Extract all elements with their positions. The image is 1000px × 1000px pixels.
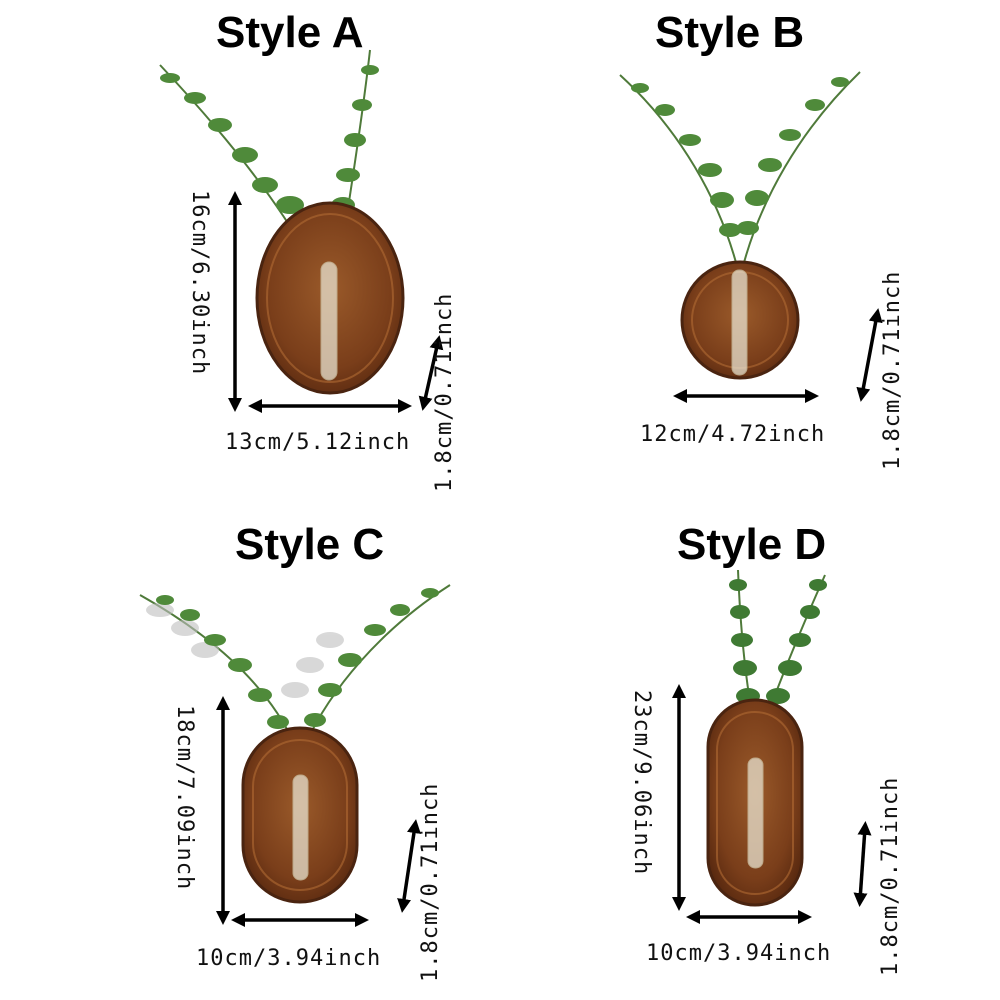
style-d-title: Style D [677, 520, 827, 569]
style-c-shadows [146, 603, 344, 698]
style-a-title: Style A [216, 8, 364, 57]
style-a-width-label: 13cm/5.12inch [225, 430, 411, 455]
style-b-product [619, 71, 861, 380]
style-c-depth-label: 1.8cm/0.71inch [418, 782, 443, 982]
style-b-width-label: 12cm/4.72inch [640, 422, 826, 447]
style-c-leaves [156, 588, 439, 729]
style-c-height-label: 18cm/7.09inch [172, 705, 197, 891]
style-a-product [159, 49, 405, 395]
style-a-depth-label: 1.8cm/0.71inch [432, 292, 457, 492]
dimension-arrows [216, 191, 883, 927]
style-d-product [706, 569, 827, 907]
style-c-width-label: 10cm/3.94inch [196, 946, 382, 971]
style-b-depth-arrow [856, 308, 883, 402]
style-b-depth-label: 1.8cm/0.71inch [880, 270, 905, 470]
style-a-depth-arrow [418, 335, 444, 411]
style-c-depth-arrow [397, 819, 421, 913]
style-b-leaves [631, 77, 849, 237]
style-c-title: Style C [235, 520, 385, 569]
style-d-depth-label: 1.8cm/0.71inch [878, 776, 903, 976]
style-a-height-label: 16cm/6.30inch [187, 190, 212, 376]
style-c-product [139, 584, 451, 904]
style-b-title: Style B [655, 8, 805, 57]
style-d-depth-arrow [853, 821, 872, 907]
style-d-width-label: 10cm/3.94inch [646, 941, 832, 966]
style-d-height-label: 23cm/9.06inch [629, 690, 654, 876]
